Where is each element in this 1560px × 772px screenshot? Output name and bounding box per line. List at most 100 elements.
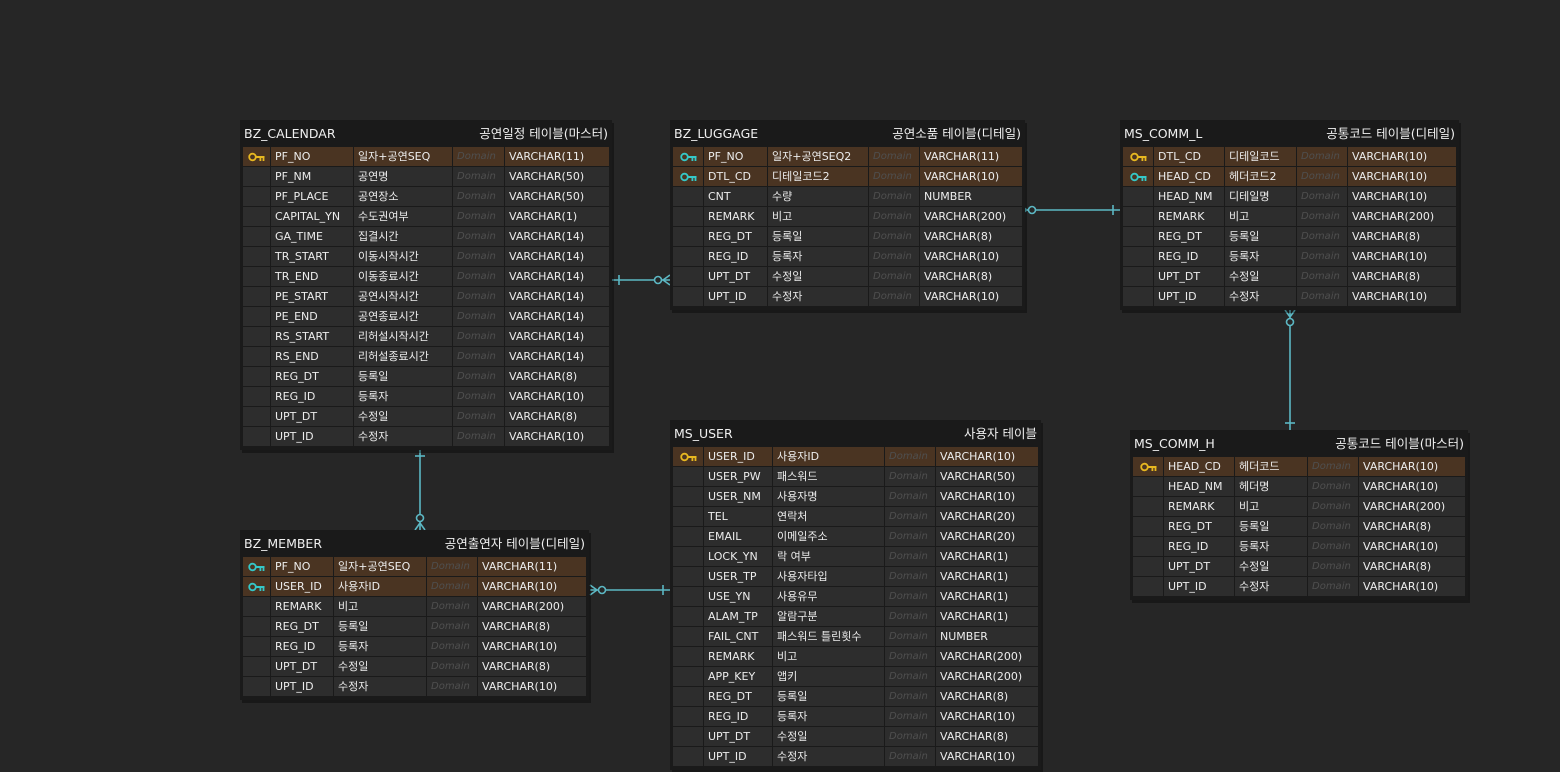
column-name: FAIL_CNT <box>704 627 772 646</box>
column-logical-name: 수정일 <box>354 407 452 426</box>
column-name: HEAD_CD <box>1164 457 1234 476</box>
column-domain: Domain <box>885 667 935 686</box>
column-domain: Domain <box>453 247 504 266</box>
column-domain: Domain <box>453 167 504 186</box>
column-domain: Domain <box>869 267 919 286</box>
column-domain: Domain <box>427 677 477 696</box>
column-domain: Domain <box>1297 227 1347 246</box>
column-type: VARCHAR(8) <box>1348 227 1456 246</box>
key-cell <box>673 207 703 226</box>
column-domain: Domain <box>427 637 477 656</box>
column-domain: Domain <box>869 167 919 186</box>
foreign-key-icon <box>1129 172 1146 181</box>
column-domain: Domain <box>1297 187 1347 206</box>
column-name: CNT <box>704 187 767 206</box>
zero-cardinality-circle <box>653 275 663 285</box>
key-cell <box>243 347 270 366</box>
column-domain: Domain <box>869 287 919 306</box>
column-logical-name: 공연장소 <box>354 187 452 206</box>
column-type: VARCHAR(14) <box>505 327 609 346</box>
column-type: VARCHAR(10) <box>1359 537 1465 556</box>
column-name: USE_YN <box>704 587 772 606</box>
column-domain: Domain <box>885 567 935 586</box>
column-name: REG_DT <box>1154 227 1224 246</box>
column-type: NUMBER <box>920 187 1022 206</box>
column-name: UPT_DT <box>1164 557 1234 576</box>
column-name: UPT_ID <box>704 747 772 766</box>
zero-cardinality-circle <box>1285 317 1295 327</box>
column-domain: Domain <box>1297 147 1347 166</box>
column-logical-name: 수정일 <box>773 727 884 746</box>
column-type: VARCHAR(200) <box>1348 207 1456 226</box>
column-name: REMARK <box>1154 207 1224 226</box>
